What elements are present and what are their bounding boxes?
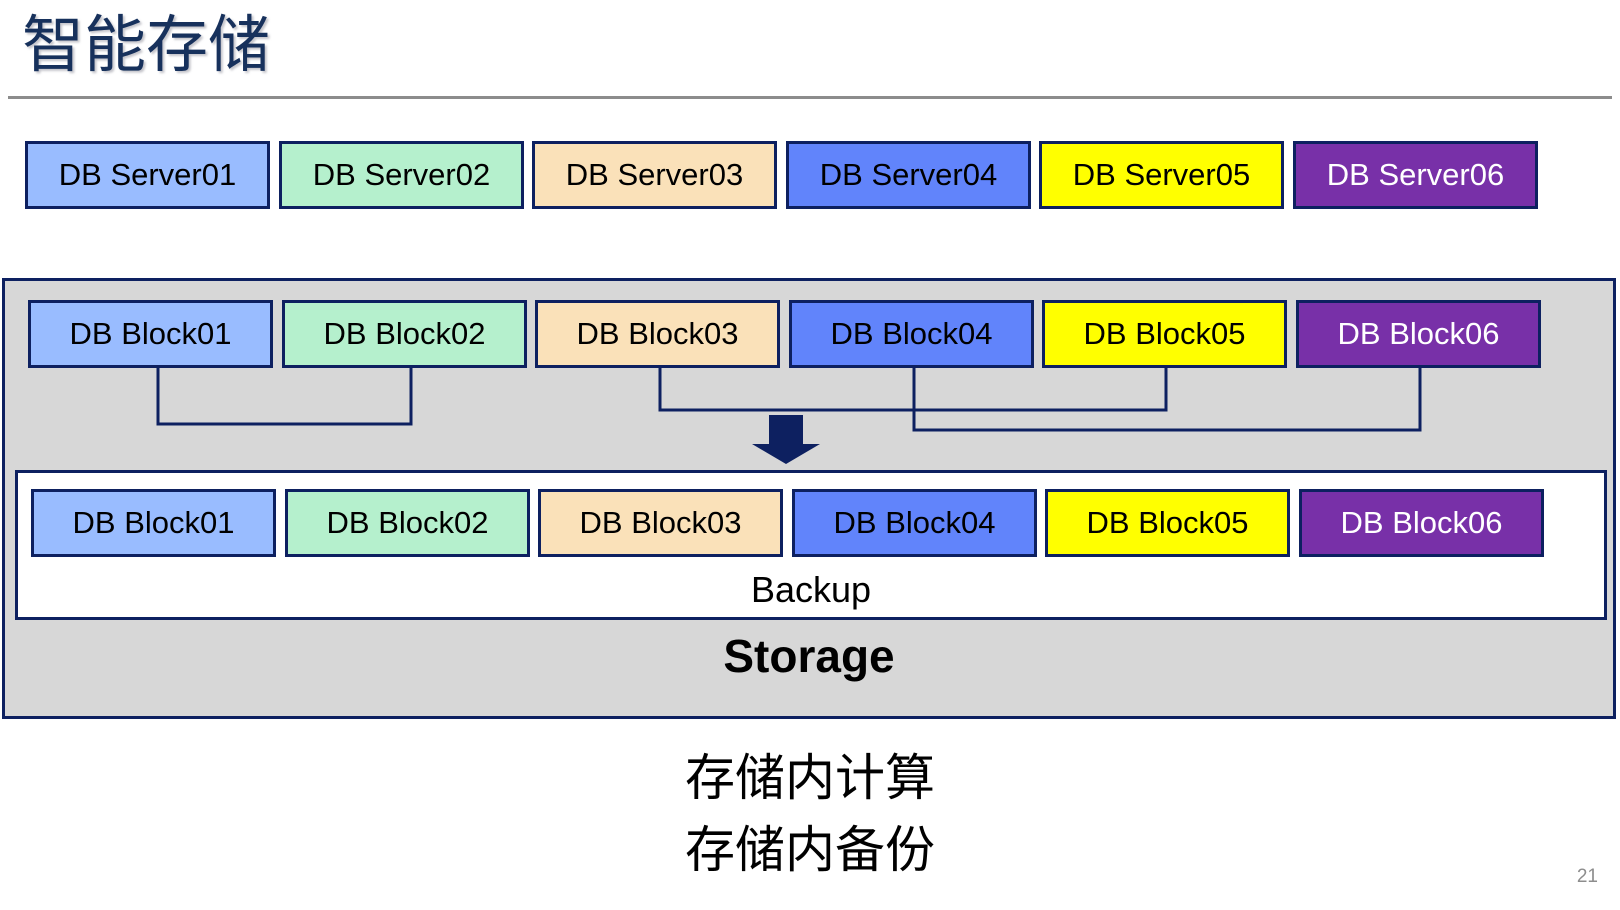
backup-block-box-label: DB Block04 [833,505,996,540]
db-server-box-label: DB Server05 [1072,157,1251,192]
connector-line-3 [912,368,1422,432]
page-number: 21 [1576,866,1598,887]
backup-block-box-label: DB Block03 [579,505,742,540]
db-block-box-label: DB Block03 [576,316,739,351]
backup-block-box-label: DB Block01 [72,505,235,540]
caption-line-1: 存储内计算 [685,750,935,806]
db-server-box-1[interactable]: DB Server01 [25,141,270,209]
backup-block-box-5[interactable]: DB Block05 [1045,489,1290,557]
backup-block-box-3[interactable]: DB Block03 [538,489,783,557]
db-block-box-6[interactable]: DB Block06 [1296,300,1541,368]
db-block-box-label: DB Block01 [69,316,232,351]
db-server-box-5[interactable]: DB Server05 [1039,141,1284,209]
db-block-box-5[interactable]: DB Block05 [1042,300,1287,368]
backup-block-box-label: DB Block02 [326,505,489,540]
backup-block-box-2[interactable]: DB Block02 [285,489,530,557]
backup-panel: DB Block01 DB Block02 DB Block03 DB Block04… [15,470,1607,620]
title-divider [8,96,1612,99]
db-block-box-3[interactable]: DB Block03 [535,300,780,368]
db-server-box-label: DB Server06 [1326,157,1505,192]
db-block-box-label: DB Block06 [1337,316,1500,351]
db-server-box-2[interactable]: DB Server02 [279,141,524,209]
storage-label: Storage [723,630,895,682]
db-server-box-label: DB Server03 [565,157,744,192]
db-server-box-4[interactable]: DB Server04 [786,141,1031,209]
backup-block-box-6[interactable]: DB Block06 [1299,489,1544,557]
backup-block-box-1[interactable]: DB Block01 [31,489,276,557]
db-server-box-label: DB Server01 [58,157,237,192]
backup-block-box-4[interactable]: DB Block04 [792,489,1037,557]
backup-block-box-label: DB Block06 [1340,505,1503,540]
db-block-box-1[interactable]: DB Block01 [28,300,273,368]
db-server-box-3[interactable]: DB Server03 [532,141,777,209]
storage-container: DB Block01 DB Block02 DB Block03 DB Block04… [2,278,1616,719]
page-title: 智能存储 [22,11,271,80]
db-server-box-label: DB Server04 [819,157,998,192]
db-block-box-label: DB Block05 [1083,316,1246,351]
connector-line-1 [156,368,413,426]
down-arrow-icon [752,415,820,464]
caption-line-2: 存储内备份 [685,822,935,878]
db-server-box-6[interactable]: DB Server06 [1293,141,1538,209]
connector-line-2 [658,368,1168,412]
db-block-box-4[interactable]: DB Block04 [789,300,1034,368]
backup-block-box-label: DB Block05 [1086,505,1249,540]
db-block-box-2[interactable]: DB Block02 [282,300,527,368]
backup-label: Backup [750,569,872,610]
db-block-box-label: DB Block04 [830,316,993,351]
db-server-box-label: DB Server02 [312,157,491,192]
db-block-box-label: DB Block02 [323,316,486,351]
